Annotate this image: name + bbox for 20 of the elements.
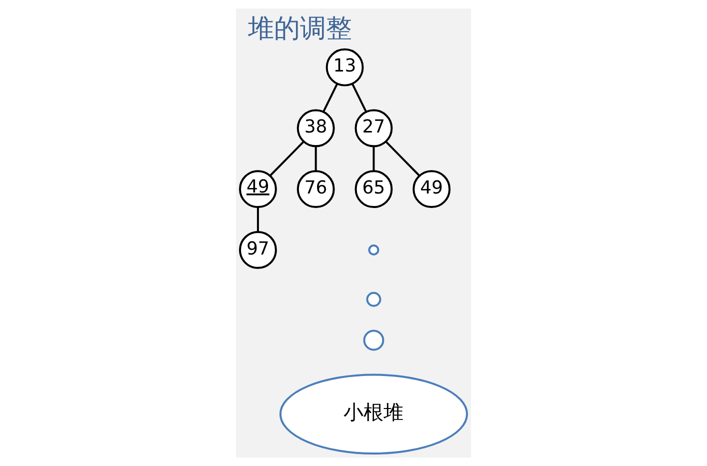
connector [270, 141, 304, 176]
node-circle: 13 [326, 48, 364, 86]
node-ellipse: 小根堆 [279, 374, 468, 455]
diagram-title: 堆的调整 [248, 14, 352, 44]
node-circle [368, 244, 380, 256]
connector [351, 83, 367, 112]
node-circle: 49 [239, 170, 277, 208]
connector [314, 146, 317, 171]
node-circle [363, 330, 384, 351]
node-circle: 65 [354, 170, 393, 208]
node-circle: 49 [412, 170, 451, 208]
connector [372, 146, 375, 171]
node-circle: 38 [296, 109, 335, 148]
connector [256, 207, 259, 232]
node-circle: 27 [354, 109, 393, 148]
node-circle: 76 [296, 170, 335, 208]
connector [385, 141, 420, 176]
connector [322, 83, 338, 112]
node-circle: 97 [239, 231, 277, 269]
node-circle [366, 292, 382, 307]
